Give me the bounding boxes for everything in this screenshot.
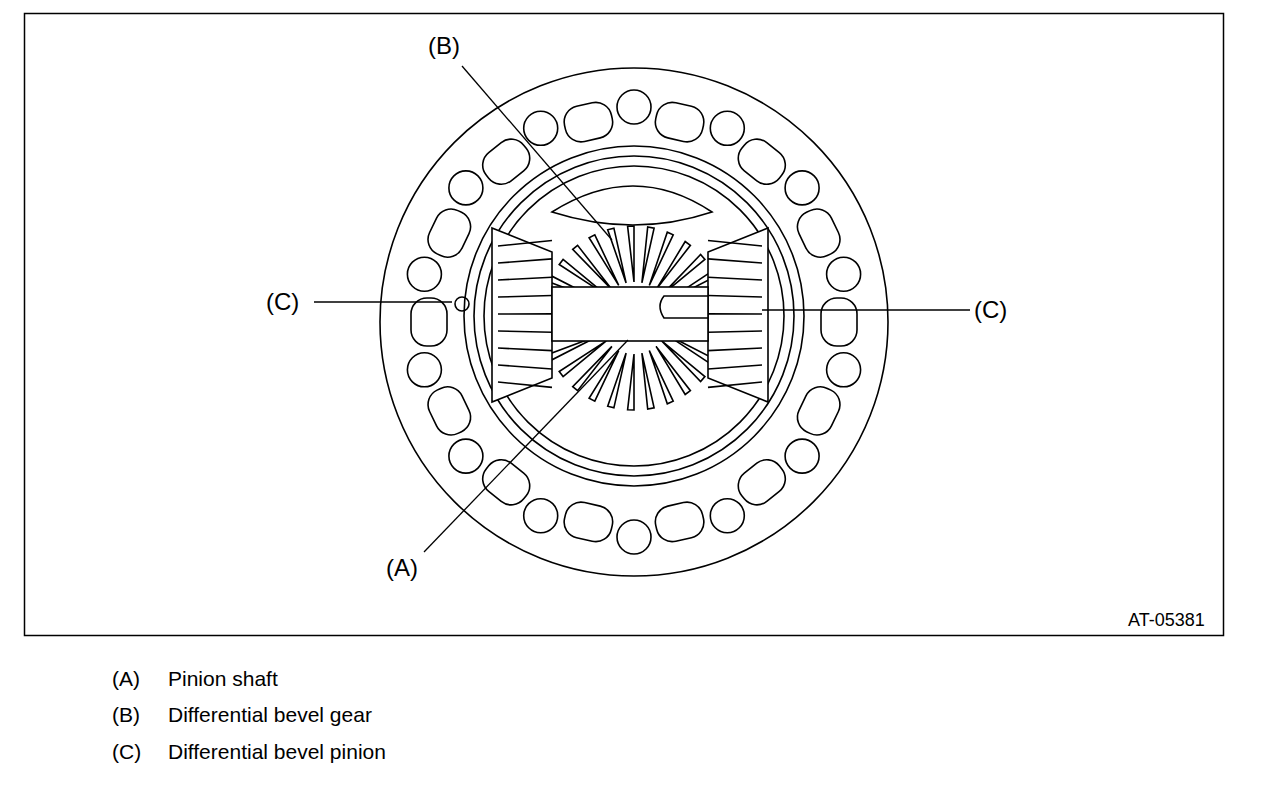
pinion-tooth	[498, 240, 552, 246]
bolt-hole	[449, 171, 483, 205]
lightening-slot	[792, 381, 845, 440]
bolt-hole	[827, 257, 861, 291]
bolt-hole	[710, 111, 744, 145]
gear-tooth	[642, 353, 654, 409]
legend-text: Pinion shaft	[168, 668, 278, 689]
gear-tooth	[649, 232, 673, 285]
frame	[25, 14, 1224, 636]
lightening-slot	[732, 133, 792, 191]
figure-id: AT-05381	[1128, 611, 1205, 629]
pinion-tooth	[498, 331, 552, 332]
pinion-tooth	[498, 296, 552, 297]
lightening-slot	[792, 204, 845, 263]
differential-case	[380, 68, 888, 576]
bolt-hole	[710, 499, 744, 533]
gear-tooth	[649, 351, 673, 404]
pinion-tooth	[708, 296, 762, 297]
bolt-hole	[827, 353, 861, 387]
pinion-shaft	[552, 287, 708, 341]
pinion-tooth	[498, 313, 552, 315]
lightening-slot	[652, 99, 707, 145]
legend-key: (C)	[112, 741, 141, 762]
legend-text: Differential bevel pinion	[168, 741, 386, 762]
case-ring	[464, 146, 804, 486]
lock-pin	[455, 297, 469, 311]
lightening-slot	[423, 381, 476, 440]
shaft-pin-slot	[660, 296, 708, 318]
pinion-tooth	[708, 382, 762, 387]
gear-tooth	[589, 235, 619, 286]
case-ring	[474, 156, 794, 476]
pinion-tooth	[498, 259, 552, 263]
flange	[380, 68, 888, 576]
lightening-slot	[411, 298, 447, 346]
callout-letter: (B)	[428, 34, 460, 58]
bolt-hole	[617, 520, 651, 554]
bevel-pinion	[492, 228, 552, 402]
gear-tooth	[559, 341, 606, 377]
bevel-pinion	[708, 228, 768, 402]
leader-lines	[314, 66, 970, 552]
pinion-tooth	[708, 313, 762, 315]
lightening-slot	[561, 99, 616, 145]
lightening-slot	[652, 499, 707, 545]
legend-key: (B)	[112, 704, 140, 725]
gear-tooth	[628, 226, 634, 282]
lightening-slot	[423, 204, 476, 263]
pinion-tooth	[708, 331, 762, 332]
lightening-slot	[561, 499, 616, 545]
pinion-tooth	[498, 365, 552, 369]
bolt-hole	[407, 257, 441, 291]
legend-key: (A)	[112, 668, 140, 689]
bolt-hole	[785, 171, 819, 205]
case-bore	[484, 166, 784, 466]
bolt-hole	[524, 499, 558, 533]
callout-letter: (A)	[386, 556, 418, 580]
pinion-tooth	[498, 348, 552, 351]
pinion-tooth	[708, 365, 762, 369]
gear-tooth	[642, 227, 654, 283]
lightening-slot	[821, 298, 857, 346]
pinion-tooth	[708, 240, 762, 246]
legend-text: Differential bevel gear	[168, 704, 372, 725]
bolt-hole	[449, 439, 483, 473]
callout-letter: (C)	[974, 298, 1007, 322]
pinion-tooth	[498, 382, 552, 387]
lightening-slot	[732, 453, 792, 511]
bolt-hole	[785, 439, 819, 473]
lightening-slot	[476, 453, 536, 511]
pinion-tooth	[708, 259, 762, 263]
bolt-hole	[617, 90, 651, 124]
callout-letter: (C)	[266, 290, 299, 314]
pinion-tooth	[498, 277, 552, 280]
pinion-tooth	[708, 277, 762, 280]
gear-tooth	[608, 353, 626, 408]
bolt-hole	[524, 111, 558, 145]
window	[552, 186, 712, 225]
bolt-hole	[407, 353, 441, 387]
gear-tooth	[608, 228, 626, 283]
gear-tooth	[628, 354, 634, 410]
pinion-tooth	[708, 348, 762, 351]
